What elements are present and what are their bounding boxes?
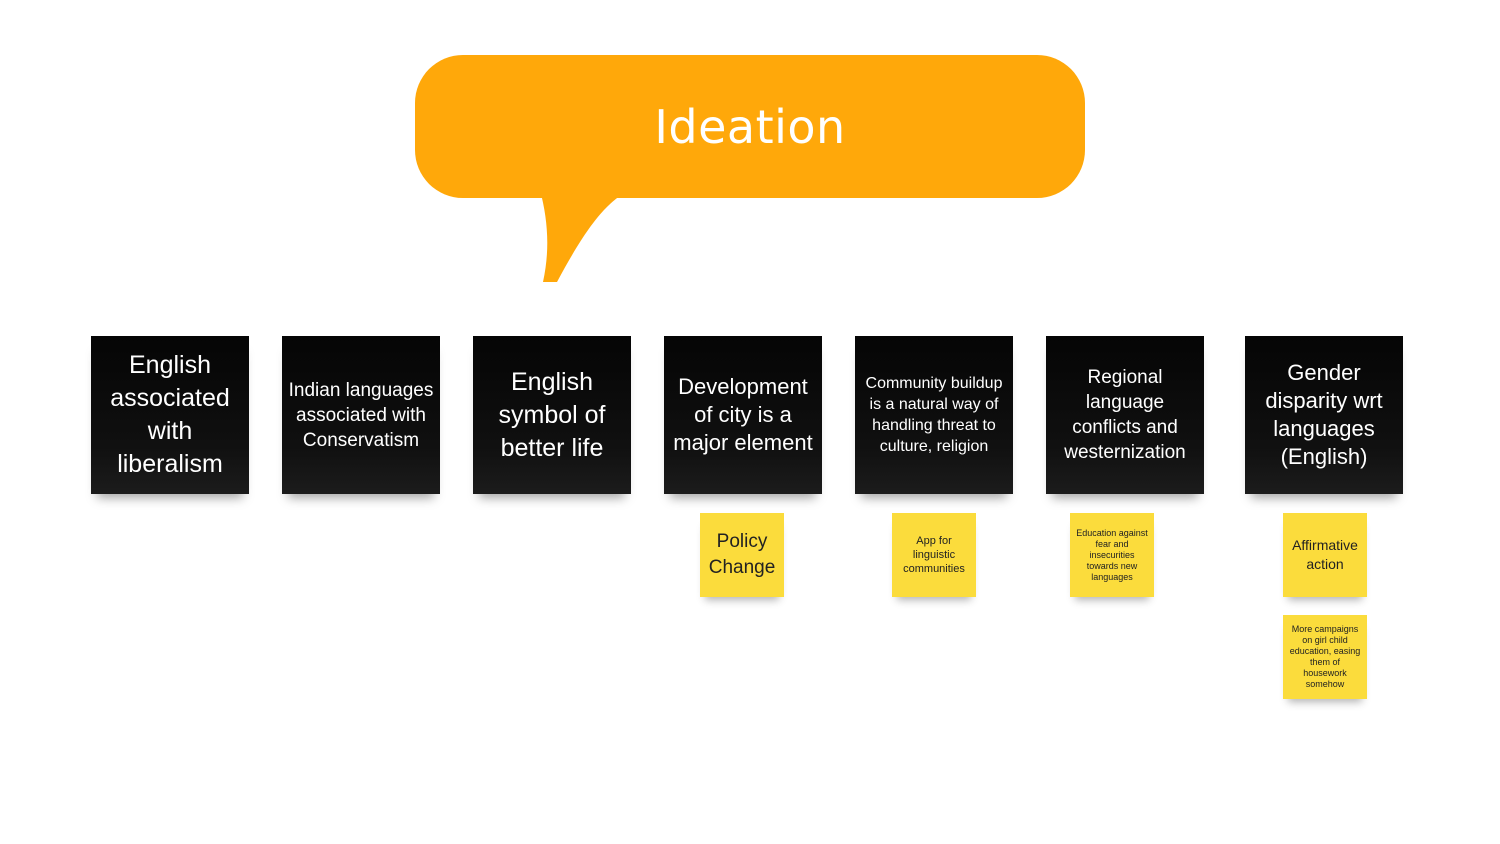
sticky-note-regional-language[interactable]: Regional language conflicts and westerni… — [1046, 336, 1204, 494]
ideation-speech-bubble: Ideation — [415, 55, 1085, 198]
idea-text: Education against fear and insecurities … — [1076, 527, 1148, 582]
sticky-note-english-better-life[interactable]: English symbol of better life — [473, 336, 631, 494]
note-text: Development of city is a major element — [673, 374, 813, 455]
idea-note-affirmative-action[interactable]: Affirmative action — [1283, 513, 1367, 597]
idea-text: Policy Change — [708, 531, 776, 578]
idea-text: App for linguistic communities — [903, 535, 965, 575]
sticky-note-gender-disparity[interactable]: Gender disparity wrt languages (English) — [1245, 336, 1403, 494]
idea-note-education-fear[interactable]: Education against fear and insecurities … — [1070, 513, 1154, 597]
note-text: Community buildup is a natural way of ha… — [865, 375, 1003, 455]
note-text: Regional language conflicts and westerni… — [1064, 367, 1186, 463]
idea-note-girl-child-education[interactable]: More campaigns on girl child education, … — [1283, 615, 1367, 699]
note-text: Indian languages associated with Conserv… — [288, 379, 434, 451]
page-title: Ideation — [654, 99, 846, 154]
note-text: Gender disparity wrt languages (English) — [1265, 360, 1383, 469]
note-text: English associated with liberalism — [110, 351, 230, 478]
idea-note-policy-change[interactable]: Policy Change — [700, 513, 784, 597]
sticky-note-indian-languages[interactable]: Indian languages associated with Conserv… — [282, 336, 440, 494]
note-text: English symbol of better life — [498, 367, 606, 462]
idea-note-linguistic-app[interactable]: App for linguistic communities — [892, 513, 976, 597]
sticky-note-english-liberalism[interactable]: English associated with liberalism — [91, 336, 249, 494]
sticky-note-city-development[interactable]: Development of city is a major element — [664, 336, 822, 494]
idea-text: More campaigns on girl child education, … — [1289, 624, 1361, 689]
sticky-note-community-buildup[interactable]: Community buildup is a natural way of ha… — [855, 336, 1013, 494]
speech-bubble-tail — [540, 190, 630, 282]
idea-text: Affirmative action — [1292, 537, 1358, 572]
